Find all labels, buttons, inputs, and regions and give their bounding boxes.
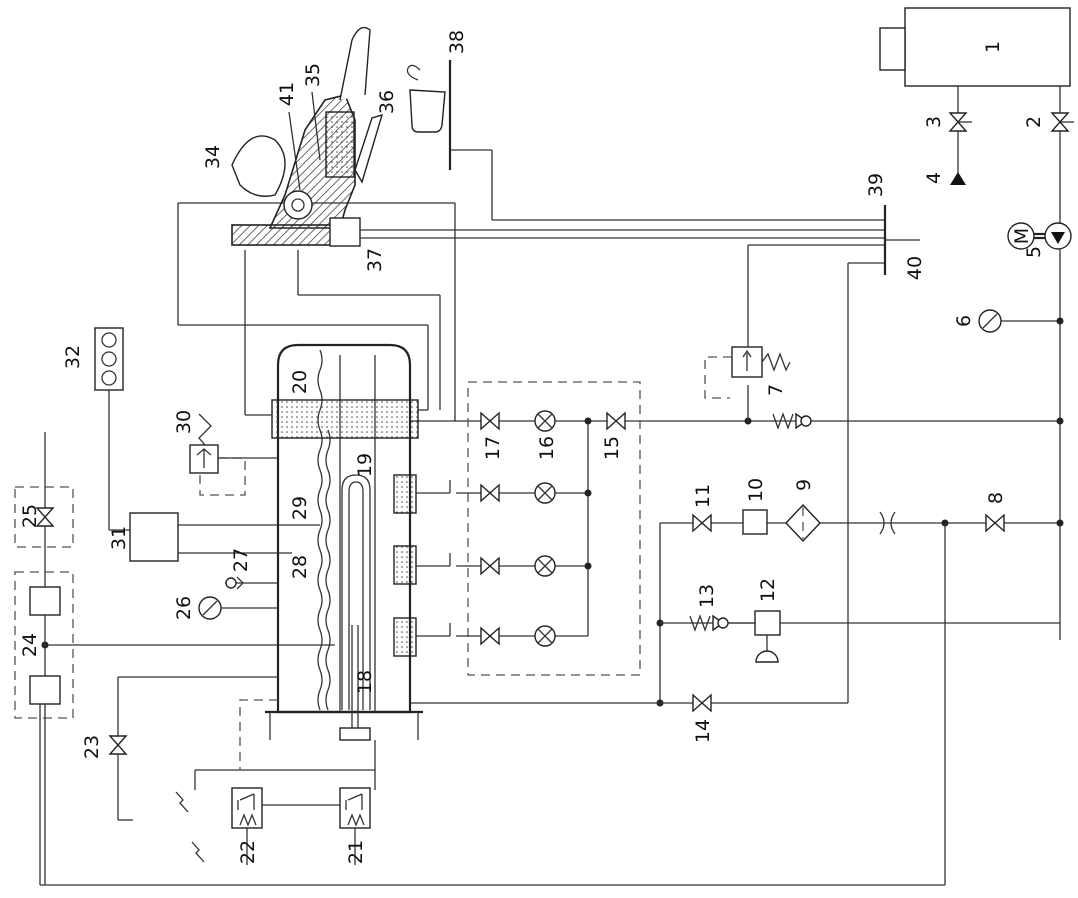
label-1: 1 [982,41,1004,53]
flow-meter-16 [534,410,556,432]
device-24-b [29,675,61,705]
label-39: 39 [865,173,887,197]
filter-9 [785,503,821,543]
thermostat-21[interactable] [339,787,371,829]
thermostat-22[interactable] [231,787,263,829]
brew-group-box [467,381,641,676]
valve-8[interactable] [985,513,1005,533]
label-9: 9 [793,479,815,491]
label-21: 21 [345,840,367,864]
label-14: 14 [692,719,714,743]
meter-10 [742,509,768,535]
pressure-gauge-26 [198,596,222,620]
label-layer: 1 2 3 4 5 6 7 8 9 10 11 12 13 14 15 16 1… [19,30,1045,864]
device-24-a [29,586,61,616]
svg-text:M: M [1011,228,1033,244]
label-18: 18 [354,670,376,694]
flow-meter [534,625,556,647]
group-block [393,617,417,657]
label-26: 26 [173,596,195,620]
label-13: 13 [696,584,718,608]
label-40: 40 [904,256,926,280]
valve[interactable] [480,556,500,576]
pressure-gauge-6 [978,309,1002,333]
label-41: 41 [276,82,298,106]
label-28: 28 [289,555,311,579]
group-block [393,545,417,585]
heat-exchanger-19 [341,474,371,710]
valve-25[interactable] [35,507,55,527]
sensor-37 [329,217,361,247]
label-16: 16 [536,436,558,460]
valve[interactable] [480,483,500,503]
label-3: 3 [923,116,945,128]
valve-14[interactable] [692,693,712,713]
label-10: 10 [745,478,767,502]
lightning-icon [191,841,205,863]
label-30: 30 [173,410,195,434]
label-32: 32 [62,345,84,369]
label-23: 23 [81,735,103,759]
indicator-lights-32 [94,327,124,391]
motor-icon: M [1007,222,1035,250]
label-11: 11 [692,484,714,508]
group-head-34 [231,26,384,247]
valve-15[interactable] [606,411,626,431]
label-29: 29 [289,496,311,520]
solenoid-valve-12[interactable] [754,610,781,663]
heating-element-18 [339,625,371,741]
valve-2[interactable] [1050,112,1074,132]
label-38: 38 [446,30,468,54]
group-block [393,474,417,514]
level-controller-31 [129,512,179,562]
vacuum-valve-27 [225,576,244,590]
safety-valve-7[interactable] [704,346,791,399]
check-valve [772,412,812,430]
flow-meter [534,482,556,504]
label-2: 2 [1023,116,1045,128]
valve-11[interactable] [692,513,712,533]
label-24: 24 [19,633,41,657]
label-8: 8 [985,492,1007,504]
pump-5[interactable] [1034,222,1072,250]
valve-3[interactable] [948,112,972,132]
label-15: 15 [601,436,623,460]
label-36: 36 [376,90,398,114]
label-25: 25 [19,504,41,528]
check-valve-13 [689,614,729,632]
label-35: 35 [302,63,324,87]
label-17: 17 [482,436,504,460]
device-24-box [14,571,74,719]
label-34: 34 [202,145,224,169]
flow-meter [534,555,556,577]
water-reservoir [879,7,1071,87]
label-20: 20 [289,370,311,394]
pressure-switch-30[interactable] [189,413,246,496]
label-19: 19 [354,453,376,477]
insulation-20 [271,399,419,439]
label-4: 4 [923,172,945,184]
label-31: 31 [108,526,130,550]
valve[interactable] [480,626,500,646]
label-6: 6 [953,315,975,327]
drain-4 [950,172,966,185]
label-7: 7 [765,384,787,396]
label-22: 22 [237,840,259,864]
cup-38 [406,60,885,221]
label-12: 12 [757,578,779,602]
drain-valve-23[interactable] [108,735,128,755]
lightning-icon [175,791,189,813]
label-37: 37 [364,248,386,272]
label-27: 27 [230,548,252,572]
flow-restrictor [879,511,896,535]
label-5: 5 [1023,246,1045,258]
valve-17[interactable] [480,411,500,431]
